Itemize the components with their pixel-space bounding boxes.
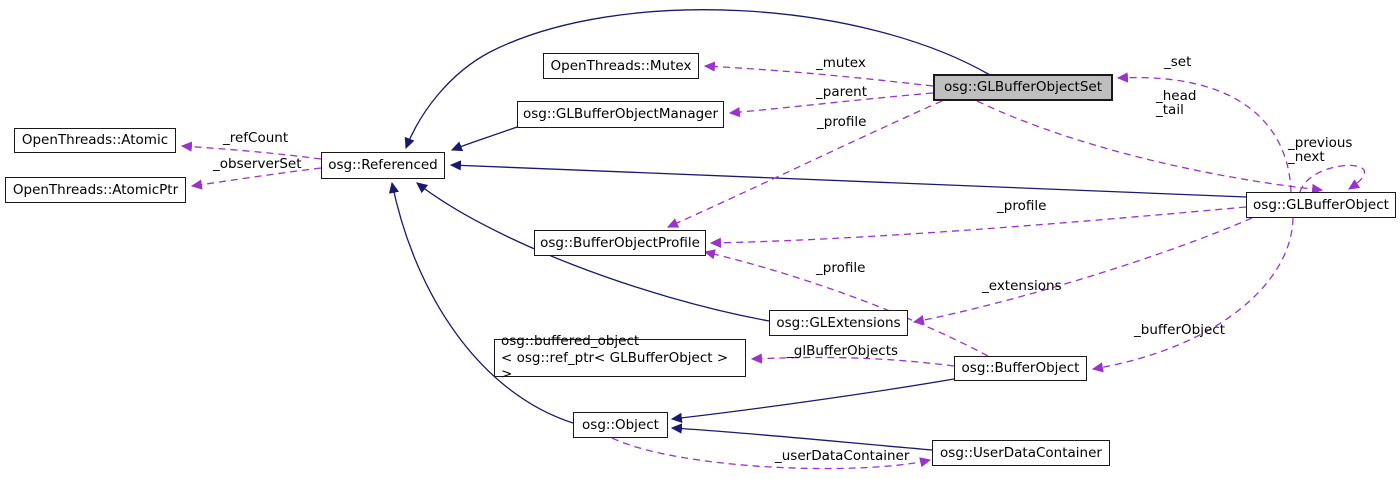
node-osg-referenced[interactable]: osg::Referenced [321, 152, 445, 179]
edge-object-to-referenced [388, 181, 574, 424]
node-label: osg::GLBufferObject [1253, 196, 1389, 213]
node-osg-bufferobjectprofile[interactable]: osg::BufferObjectProfile [534, 230, 706, 256]
node-label: osg::GLExtensions [776, 314, 901, 331]
edge-label-parent: _parent [816, 84, 868, 100]
edge-label-bufferobject: _bufferObject [1134, 322, 1225, 338]
node-openthreads-atomicptr[interactable]: OpenThreads::AtomicPtr [5, 177, 186, 203]
edge-referenced-to-atomic-refcount [180, 141, 322, 160]
edge-label-profile-set: _profile [817, 114, 867, 130]
edge-label-head-tail: _head _tail [1156, 88, 1197, 119]
node-label: OpenThreads::Atomic [21, 132, 169, 149]
node-label: osg::BufferObjectProfile [540, 234, 700, 251]
node-osg-userdatacontainer[interactable]: osg::UserDataContainer [932, 440, 1110, 466]
edge-set-to-profile [666, 100, 943, 228]
edge-object-to-userdatacontainer [611, 437, 932, 470]
edge-label-profile-bufobj: _profile [816, 260, 866, 276]
edge-label-profile-globj: _profile [997, 198, 1047, 214]
edge-label-set: _set [1164, 54, 1192, 70]
node-label: osg::buffered_object < osg::ref_ptr< GLB… [501, 332, 729, 383]
node-osg-object[interactable]: osg::Object [573, 412, 668, 438]
node-osg-bufferobject[interactable]: osg::BufferObject [954, 356, 1087, 381]
edge-label-glbufferobjects: _glBufferObjects [787, 343, 899, 359]
edge-label-userdatacontainer: _userDataContainer [775, 448, 910, 464]
edge-glbufferobject-to-bufferobject [1091, 217, 1294, 373]
edge-glbufferobject-to-set [1116, 72, 1292, 193]
edge-set-to-glbufferobject-headtail [976, 100, 1324, 195]
edge-label-observerset: _observerSet [213, 156, 302, 172]
node-osg-buffered-object[interactable]: osg::buffered_object < osg::ref_ptr< GLB… [494, 333, 746, 382]
edge-bufferobject-to-profile [703, 249, 989, 357]
edge-glbufferobjectset-to-referenced [404, 9, 991, 150]
node-label: OpenThreads::Mutex [550, 57, 692, 74]
node-label: osg::GLBufferObjectSet [943, 79, 1103, 96]
node-osg-glextensions[interactable]: osg::GLExtensions [769, 310, 908, 336]
edge-bufferobject-to-bufferedobject [750, 353, 955, 367]
edge-bufferobject-to-object [670, 378, 955, 423]
edge-referenced-to-atomicptr-observerset [190, 167, 322, 190]
edge-label-previous-next: _previous _next [1288, 135, 1353, 166]
edge-glextensions-to-referenced [416, 182, 770, 322]
node-label: osg::BufferObject [961, 360, 1080, 377]
edge-glbufferobject-self-loop-previous-next [1299, 164, 1366, 193]
node-label: osg::Referenced [328, 157, 438, 174]
edge-glbufferobject-to-glextensions [912, 217, 1253, 326]
node-osg-glbufferobjectmanager[interactable]: osg::GLBufferObjectManager [517, 101, 724, 128]
edge-label-refcount: _refCount [223, 130, 289, 146]
edge-set-to-manager-parent [728, 92, 934, 118]
edge-userdatacontainer-to-object [670, 423, 933, 451]
node-openthreads-atomic[interactable]: OpenThreads::Atomic [14, 128, 176, 153]
node-osg-glbufferobjectset[interactable]: osg::GLBufferObjectSet [933, 74, 1113, 101]
node-label: OpenThreads::AtomicPtr [12, 181, 179, 198]
edge-glbufferobject-to-referenced [449, 160, 1247, 198]
node-label: osg::GLBufferObjectManager [522, 106, 719, 123]
node-openthreads-mutex[interactable]: OpenThreads::Mutex [543, 53, 699, 79]
edge-glbufferobjectmanager-to-referenced [450, 126, 518, 152]
node-label: osg::UserDataContainer [940, 444, 1102, 461]
edge-glbufferobject-to-profile [709, 206, 1247, 248]
edge-label-extensions: _extensions [982, 278, 1062, 294]
edge-label-mutex: _mutex [816, 55, 866, 71]
edge-set-to-mutex [703, 61, 934, 87]
node-osg-glbufferobject[interactable]: osg::GLBufferObject [1246, 192, 1396, 218]
node-label: osg::Object [582, 416, 659, 433]
